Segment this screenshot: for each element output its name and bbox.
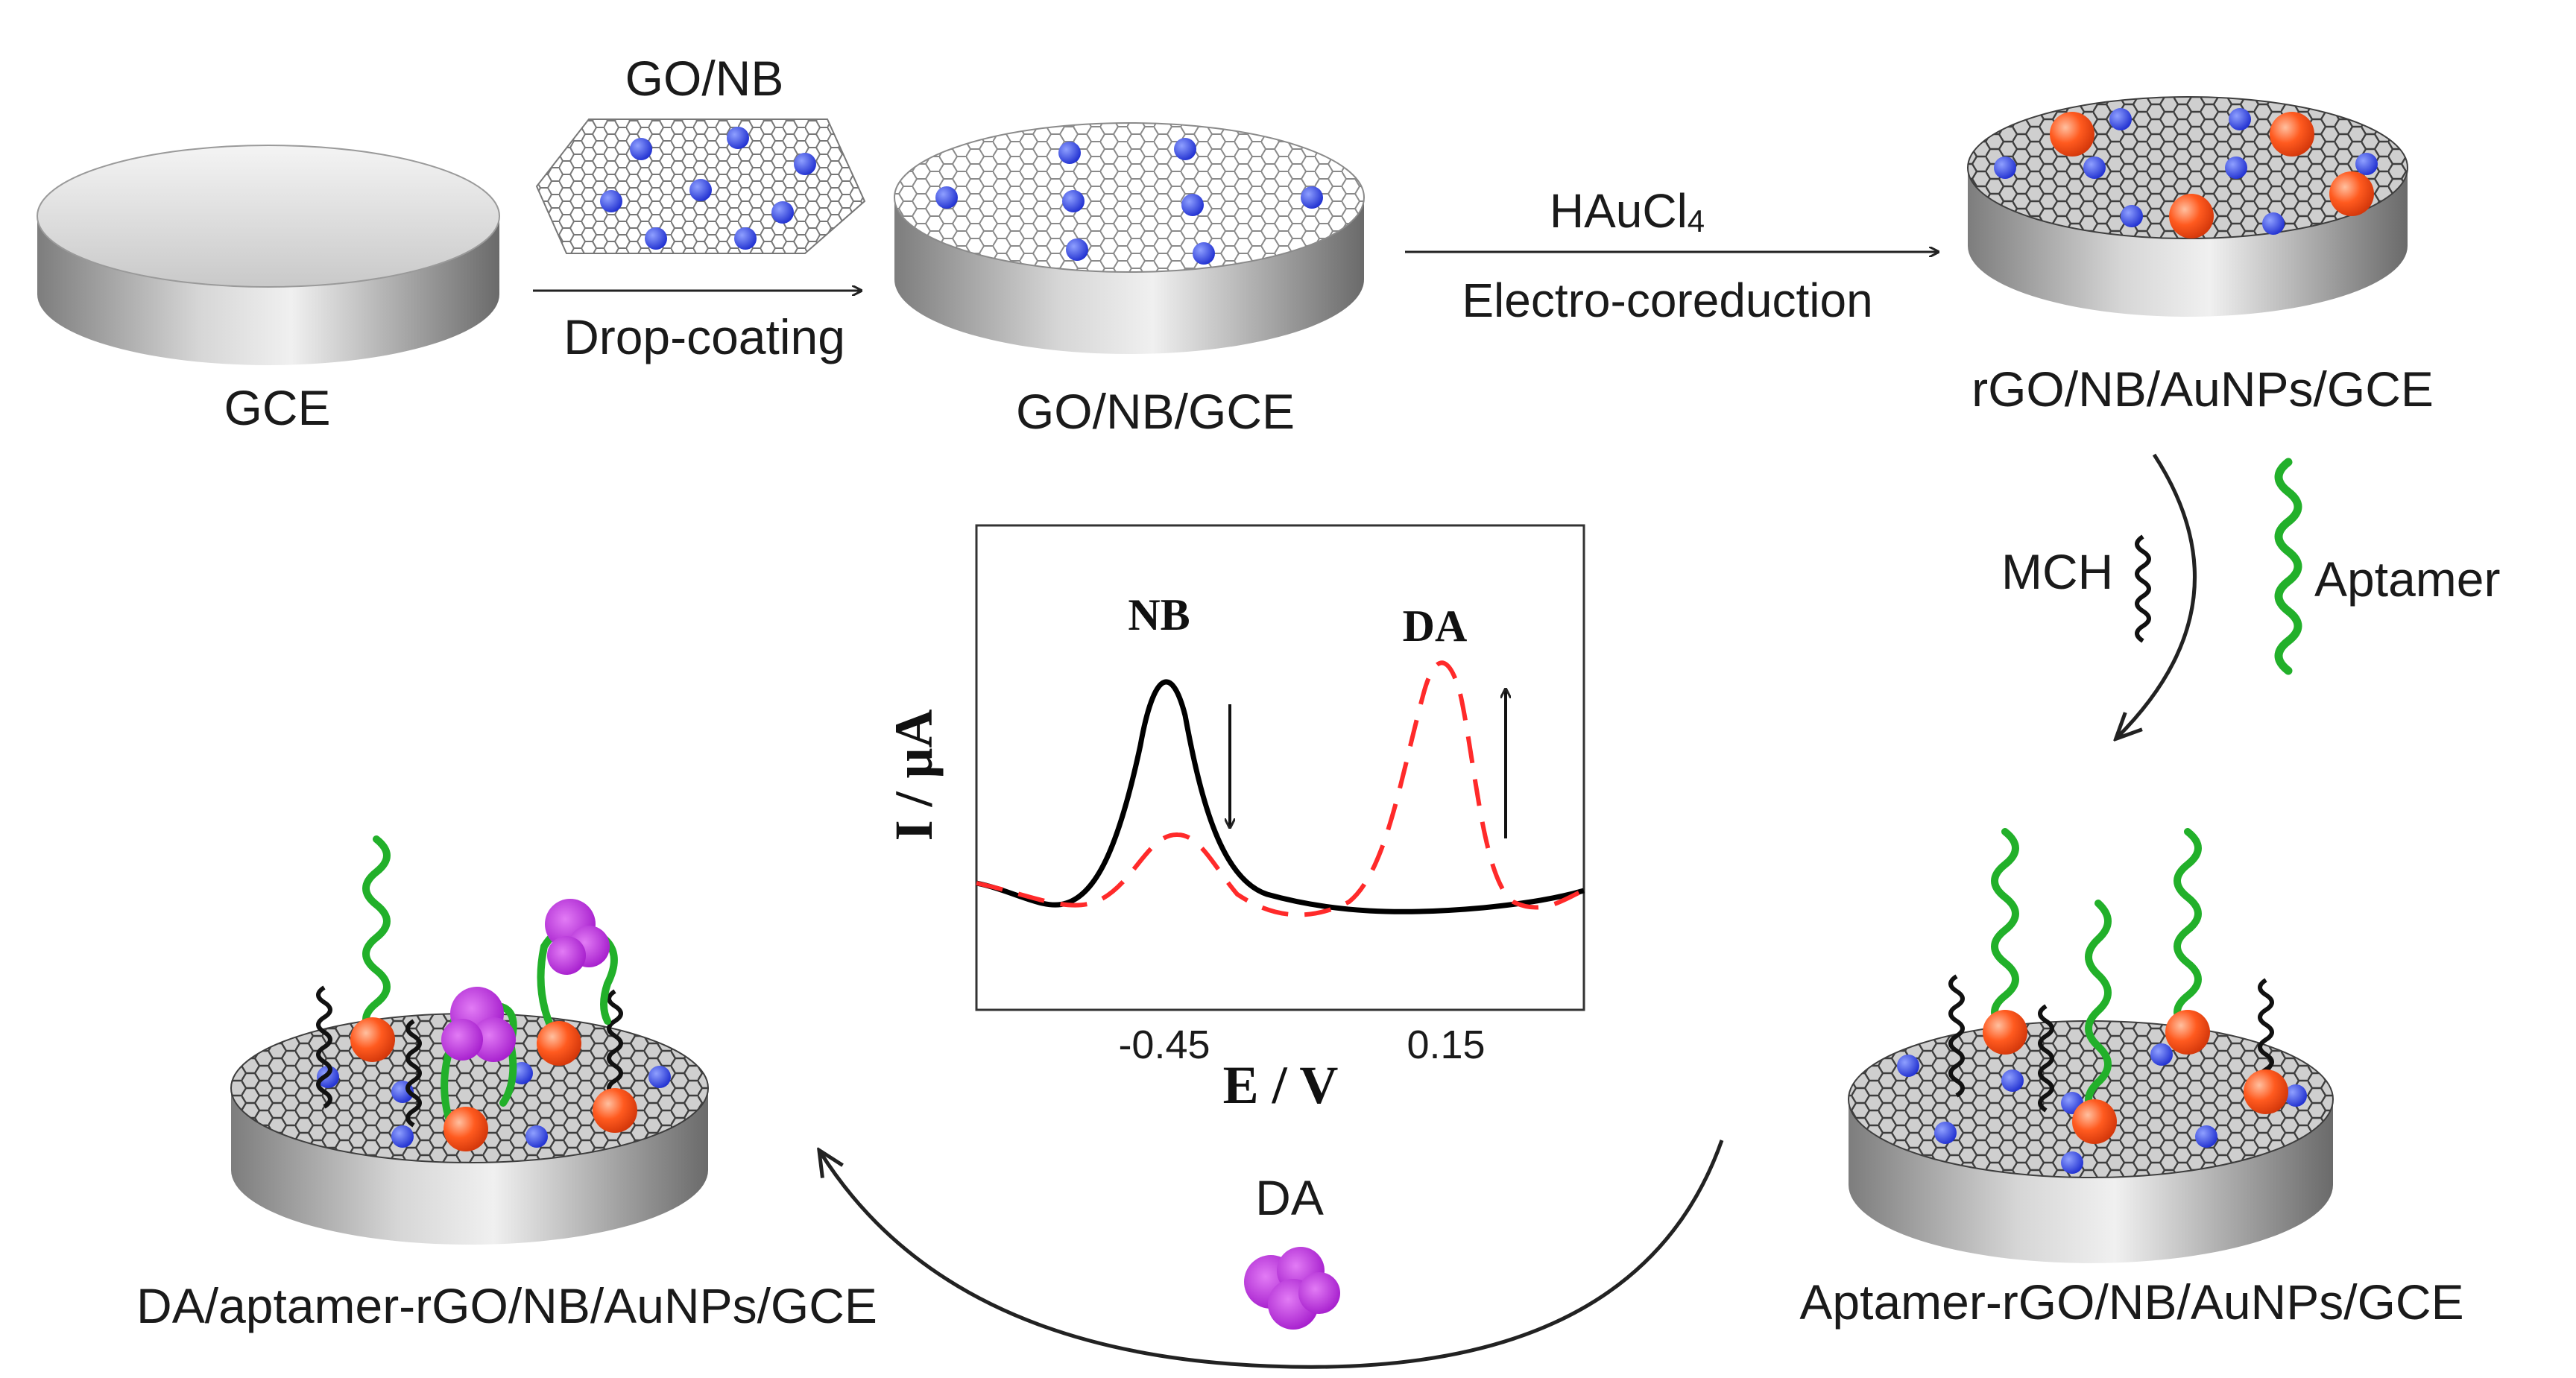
x-tick-neg045: -0.45 [1118, 1023, 1210, 1067]
da-curve [976, 660, 1585, 917]
go-nb-gce-electrode [894, 122, 1365, 354]
go-nb-gce-label: GO/NB/GCE [1016, 384, 1295, 439]
da-peak-label: DA [1403, 601, 1468, 651]
rgo-nb-aunps-gce-label: rGO/NB/AuNPs/GCE [1972, 361, 2434, 417]
rgo-nb-aunps-gce-electrode [1967, 96, 2408, 317]
hauc-label: HAuCl4 [1550, 184, 1705, 238]
y-axis-label: I / μA [884, 709, 944, 841]
x-tick-015: 0.15 [1407, 1023, 1485, 1067]
gce-label: GCE [224, 380, 330, 435]
nb-curve [976, 679, 1585, 914]
aptamer-electrode-label: Aptamer-rGO/NB/AuNPs/GCE [1799, 1274, 2463, 1330]
da-binding-arrow [820, 1140, 1724, 1369]
aptamer-label: Aptamer [2314, 551, 2500, 607]
hauc-main: HAuCl [1550, 184, 1688, 238]
inset-chart: NB DA -0.45 0.15 E / V I / μA [884, 524, 1585, 1115]
go-nb-sheet [535, 118, 866, 254]
da-electrode [230, 835, 709, 1245]
da-electrode-label: DA/aptamer-rGO/NB/AuNPs/GCE [136, 1278, 877, 1333]
nb-peak-label: NB [1128, 590, 1190, 639]
gce-electrode [37, 145, 500, 365]
mch-label: MCH [2001, 544, 2113, 599]
da-molecule-icon [1244, 1247, 1340, 1330]
go-nb-sheet-label: GO/NB [625, 51, 784, 106]
drop-coating-label: Drop-coating [564, 309, 845, 364]
mch-molecule-icon [2135, 534, 2151, 643]
hauc-subscript: 4 [1688, 203, 1705, 238]
x-axis-label: E / V [1223, 1055, 1339, 1115]
electro-coreduction-label: Electro-coreduction [1462, 274, 1872, 327]
modification-arrow [2117, 453, 2197, 738]
inset-frame [975, 524, 1585, 1011]
aptamer-electrode [1848, 828, 2334, 1263]
aptamer-strand-icon [2274, 458, 2302, 675]
da-target-label: DA [1255, 1170, 1324, 1225]
